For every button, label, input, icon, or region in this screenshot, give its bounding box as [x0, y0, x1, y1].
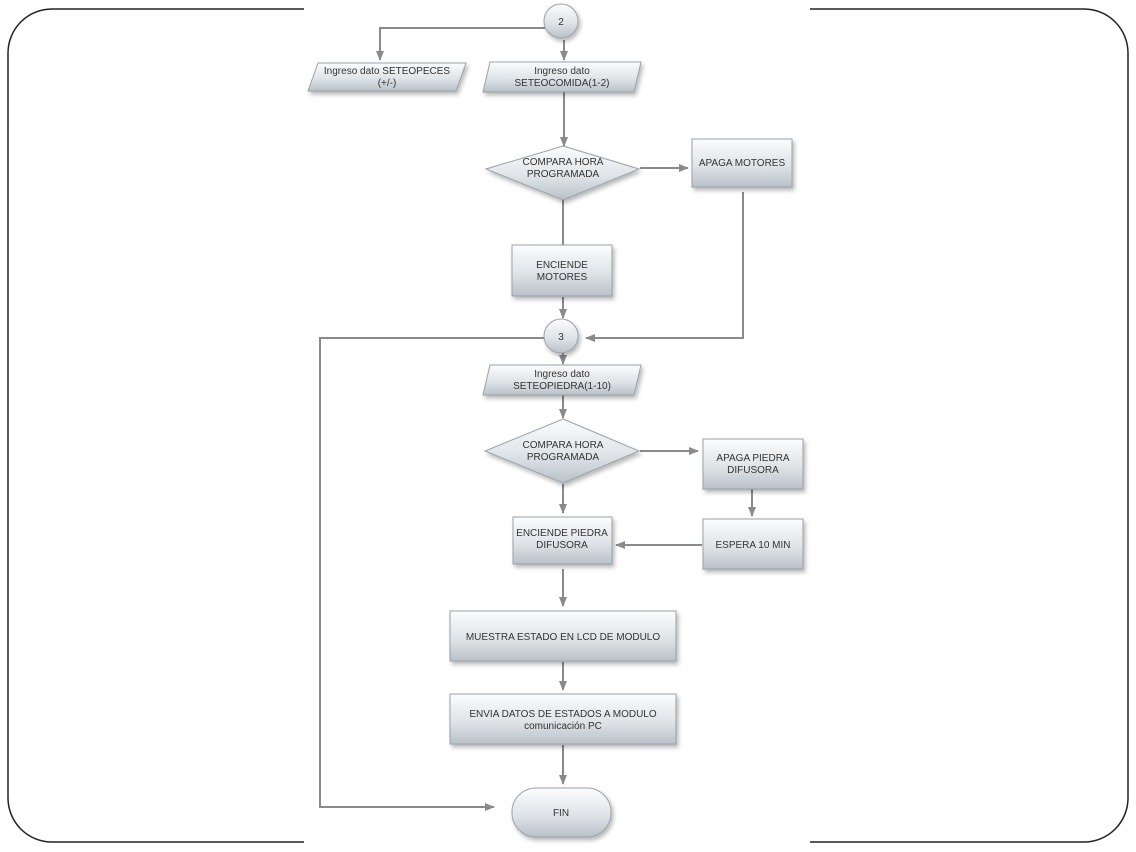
connector-2: 2 — [543, 3, 579, 39]
seteocomida-line1: Ingreso dato — [534, 66, 590, 77]
decision1-line1: COMPARA HORA — [523, 157, 604, 168]
enciende-motores-line2: MOTORES — [537, 272, 588, 283]
enciende-piedra-line2: DIFUSORA — [536, 540, 588, 551]
decision1-line2: PROGRAMADA — [527, 169, 600, 180]
process-enciende-piedra: ENCIENDE PIEDRA DIFUSORA — [512, 516, 613, 565]
connector-3: 3 — [543, 318, 579, 354]
decision-compara-hora-1: COMPARA HORA PROGRAMADA — [484, 145, 641, 201]
apaga-piedra-line1: APAGA PIEDRA — [716, 453, 790, 464]
espera-label: ESPERA 10 MIN — [715, 540, 790, 551]
seteopiedra-line1: Ingreso dato — [534, 369, 590, 380]
enciende-motores-line1: ENCIENDE — [536, 260, 588, 271]
decision2-line2: PROGRAMADA — [527, 452, 600, 463]
process-espera: ESPERA 10 MIN — [702, 518, 804, 570]
connector-3-label: 3 — [558, 332, 564, 343]
seteocomida-line2: SETEOCOMIDA(1-2) — [514, 78, 609, 89]
process-muestra-lcd: MUESTRA ESTADO EN LCD DE MODULO — [449, 610, 677, 662]
input-seteopeces: Ingreso dato SETEOPECES (+/-) — [307, 62, 467, 92]
decision2-line1: COMPARA HORA — [523, 440, 604, 451]
process-enciende-motores: ENCIENDE MOTORES — [511, 244, 613, 297]
seteopeces-line1: Ingreso dato SETEOPECES — [324, 66, 451, 77]
fin-label: FIN — [553, 808, 569, 819]
process-envia-datos: ENVIA DATOS DE ESTADOS A MODULO comunica… — [449, 693, 677, 745]
input-seteopiedra: Ingreso dato SETEOPIEDRA(1-10) — [482, 364, 642, 396]
process-apaga-piedra: APAGA PIEDRA DIFUSORA — [702, 438, 804, 490]
seteopeces-line2: (+/-) — [378, 78, 397, 89]
envia-datos-line2: comunicación PC — [524, 721, 602, 732]
envia-datos-line1: ENVIA DATOS DE ESTADOS A MODULO — [469, 709, 656, 720]
connector-lines — [319, 27, 756, 811]
input-seteocomida: Ingreso dato SETEOCOMIDA(1-2) — [482, 61, 642, 93]
enciende-piedra-line1: ENCIENDE PIEDRA — [516, 528, 608, 539]
apaga-piedra-line2: DIFUSORA — [727, 465, 779, 476]
seteopiedra-line2: SETEOPIEDRA(1-10) — [513, 381, 611, 392]
muestra-lcd-label: MUESTRA ESTADO EN LCD DE MODULO — [466, 632, 661, 643]
apaga-motores-label: APAGA MOTORES — [699, 158, 786, 169]
process-apaga-motores: APAGA MOTORES — [691, 138, 793, 188]
connector-2-label: 2 — [558, 17, 564, 28]
terminal-fin: FIN — [511, 787, 612, 838]
decision-compara-hora-2: COMPARA HORA PROGRAMADA — [483, 418, 641, 484]
